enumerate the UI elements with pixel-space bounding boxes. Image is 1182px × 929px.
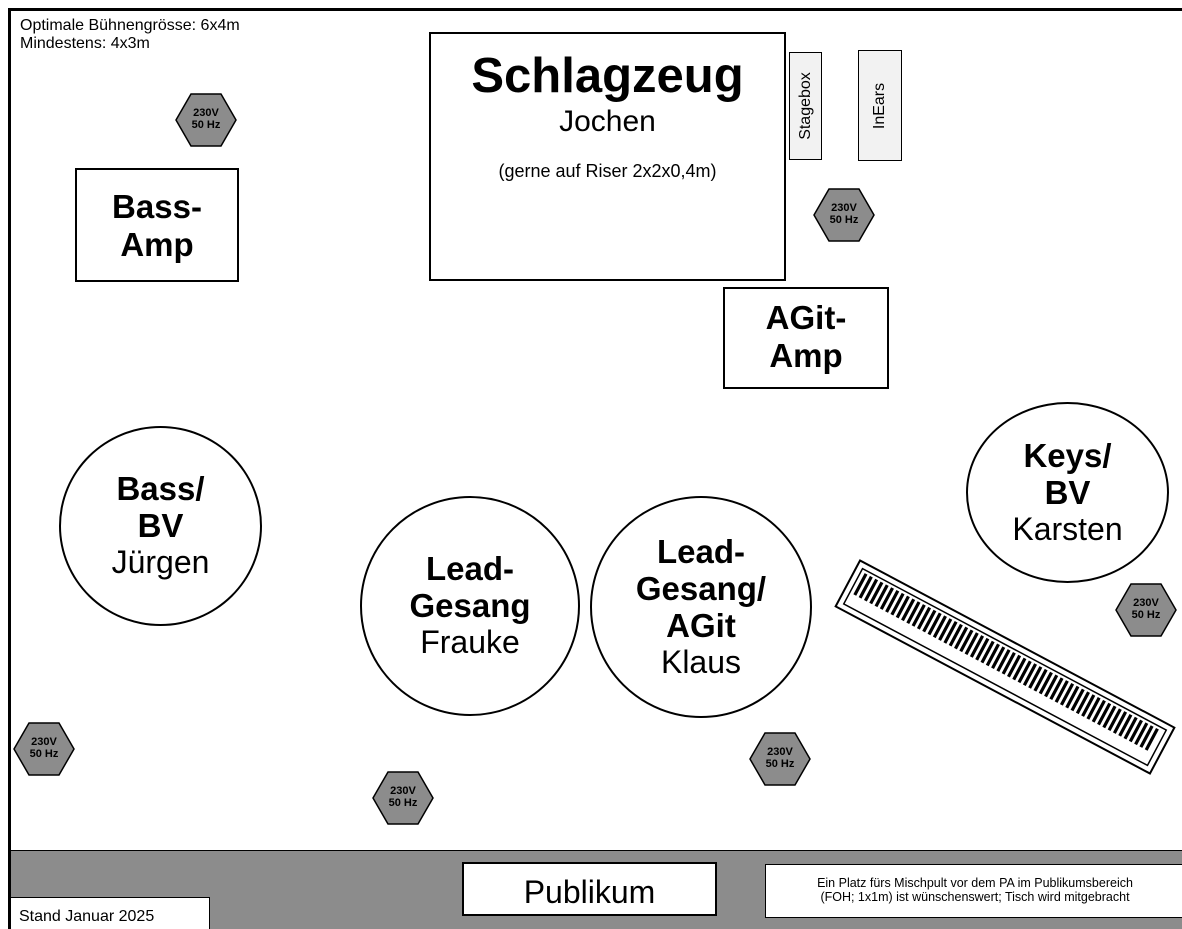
bass-amp-line1: Bass- [112,188,202,225]
position-bass-role: Bass/ BV [116,470,205,545]
hexagon-icon [749,732,811,786]
position-bass-name: Jürgen [111,544,210,581]
power-voltage: 230V [193,107,219,119]
foh-note-line1: Ein Platz fürs Mischpult vor dem PA im P… [817,876,1133,890]
hexagon-icon [372,771,434,825]
foh-note-line2: (FOH; 1x1m) ist wünschenswert; Tisch wir… [820,890,1130,904]
drums-player: Jochen [559,105,656,138]
position-lead-vocals-role: Lead- Gesang [409,550,531,625]
agit-amp: AGit- Amp [723,287,889,389]
power-voltage: 230V [31,736,57,748]
power-voltage: 230V [1133,597,1159,609]
power-frequency: 50 Hz [1131,609,1161,621]
position-lead-vocals-name: Frauke [420,624,520,661]
date-stamp: Stand Januar 2025 [10,897,210,929]
position-keys-name: Karsten [1012,510,1123,547]
audience-label: Publikum [462,862,717,916]
power-frequency: 50 Hz [829,214,859,226]
position-lead-vocals: Lead- Gesang Frauke [360,496,580,716]
hexagon-icon [13,722,75,776]
power-frequency: 50 Hz [29,748,59,760]
inears-label: InEars [871,82,888,129]
position-bass: Bass/ BV Jürgen [59,426,262,626]
agit-amp-line1: AGit- [765,299,847,336]
stagebox-label: Stagebox [796,72,814,140]
keyboard-icon [834,559,1176,775]
stage-size-minimum: Mindestens: 4x3m [20,35,150,52]
hexagon-icon [175,93,237,147]
drums-riser-note: (gerne auf Riser 2x2x0,4m) [498,161,717,181]
stagebox: Stagebox [789,52,822,160]
hexagon-icon [1115,583,1177,637]
power-frequency: 50 Hz [388,797,418,809]
position-keys: Keys/ BV Karsten [966,402,1169,583]
hexagon-icon [813,188,875,242]
position-lead-vocals-guitar-name: Klaus [660,643,742,680]
drums-area: Schlagzeug Jochen (gerne auf Riser 2x2x0… [429,32,786,281]
foh-note: Ein Platz fürs Mischpult vor dem PA im P… [765,864,1182,918]
bass-amp-line2: Amp [120,226,194,263]
power-frequency: 50 Hz [191,119,221,131]
position-keys-role: Keys/ BV [1023,436,1112,511]
position-lead-vocals-guitar-role: Lead- Gesang/ AGit [635,532,767,644]
stage-size-optimal: Optimale Bühnengrösse: 6x4m [20,17,240,34]
drums-title: Schlagzeug [471,49,744,103]
agit-amp-line2: Amp [769,337,843,374]
position-lead-vocals-guitar: Lead- Gesang/ AGit Klaus [590,496,812,718]
power-voltage: 230V [767,746,793,758]
power-voltage: 230V [831,202,857,214]
power-voltage: 230V [390,785,416,797]
inears: InEars [858,50,902,161]
bass-amp: Bass- Amp [75,168,239,282]
power-frequency: 50 Hz [765,758,795,770]
